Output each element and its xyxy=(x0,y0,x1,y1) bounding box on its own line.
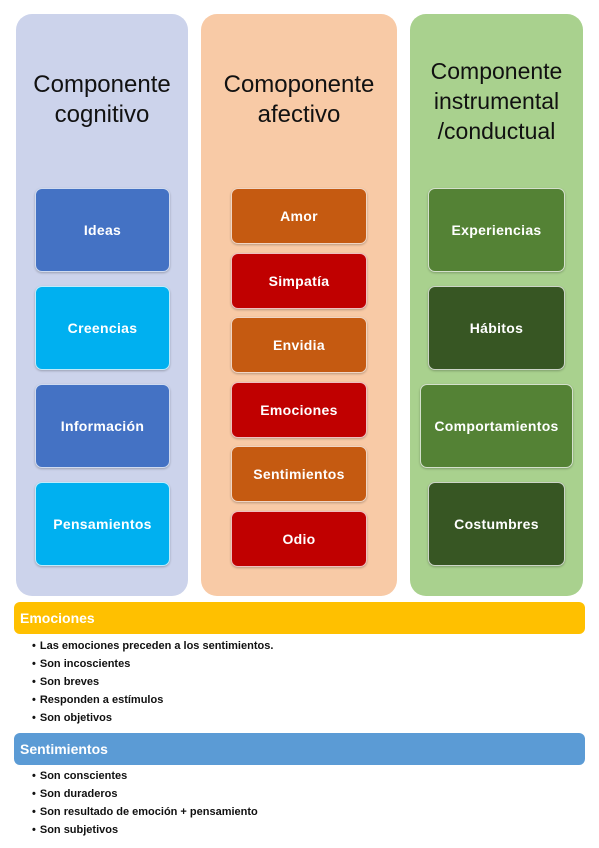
list-item: Responden a estímulos xyxy=(32,691,273,709)
list-sentimientos: Son conscientes Son duraderos Son result… xyxy=(32,767,258,839)
list-item: Son incoscientes xyxy=(32,655,273,673)
item-amor: Amor xyxy=(231,188,367,244)
list-item: Son conscientes xyxy=(32,767,258,785)
column-title-cognitive: Componente cognitivo xyxy=(33,71,171,128)
column-title-affective: Comoponente afectivo xyxy=(223,71,375,128)
item-habitos: Hábitos xyxy=(428,286,565,370)
item-ideas: Ideas xyxy=(35,188,170,272)
list-emociones: Las emociones preceden a los sentimiento… xyxy=(32,637,274,727)
band-emociones: Emociones xyxy=(14,602,585,634)
column-title-instrumental: Componente instrumental /conductual xyxy=(430,58,563,144)
item-informacion: Información xyxy=(35,384,170,468)
list-item: Son objetivos xyxy=(32,709,273,727)
list-item: Son resultado de emoción + pensamiento xyxy=(32,803,258,821)
item-emociones: Emociones xyxy=(231,382,367,438)
item-simpatia: Simpatía xyxy=(231,253,367,309)
item-pensamientos: Pensamientos xyxy=(35,482,170,566)
item-envidia: Envidia xyxy=(231,317,367,373)
item-creencias: Creencias xyxy=(35,286,170,370)
column-affective: Comoponente afectivo Amor Simpatía Envid… xyxy=(201,14,397,596)
list-item: Son breves xyxy=(32,673,273,691)
item-costumbres: Costumbres xyxy=(428,482,565,566)
column-cognitive: Componente cognitivo Ideas Creencias Inf… xyxy=(16,14,188,596)
list-item: Son subjetivos xyxy=(32,821,258,839)
list-item: Las emociones preceden a los sentimiento… xyxy=(32,637,274,655)
list-item: Son duraderos xyxy=(32,785,258,803)
item-odio: Odio xyxy=(231,511,367,567)
band-sentimientos: Sentimientos xyxy=(14,733,585,765)
column-instrumental: Componente instrumental /conductual Expe… xyxy=(410,14,583,596)
item-comportamientos: Comportamientos xyxy=(420,384,573,468)
item-experiencias: Experiencias xyxy=(428,188,565,272)
item-sentimientos: Sentimientos xyxy=(231,446,367,502)
